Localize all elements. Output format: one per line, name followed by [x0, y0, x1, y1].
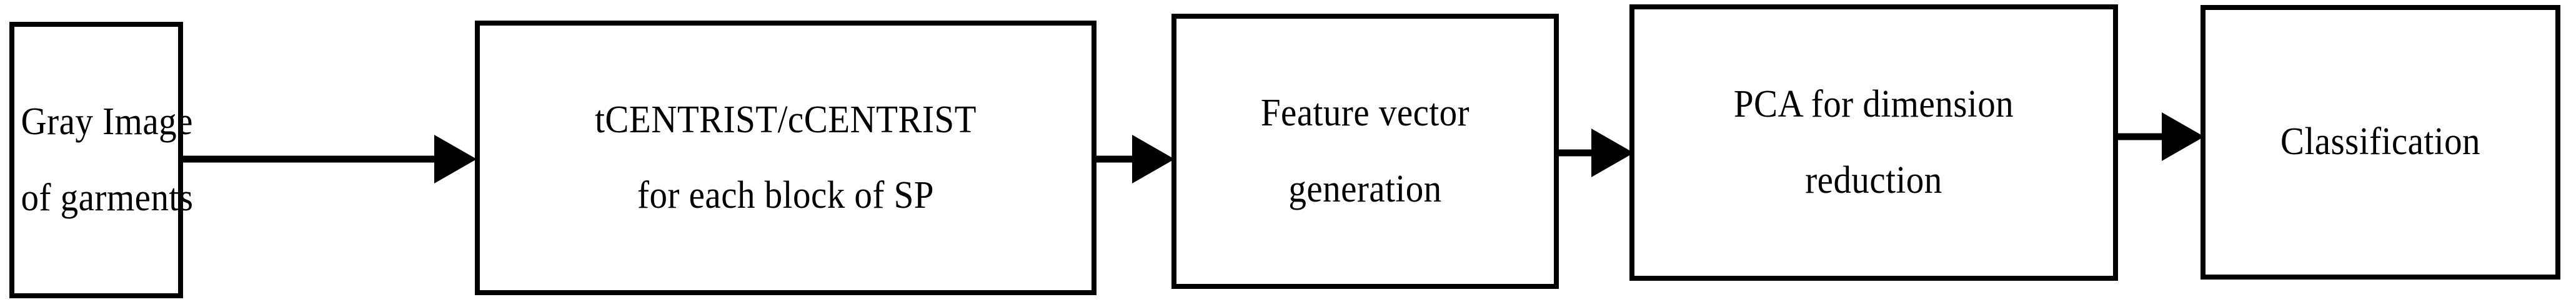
flow-node-tcentrist-ccentrist-for-each-block-of-sp[interactable]: tCENTRIST/cCENTRIST for each block of SP: [475, 21, 1097, 295]
flow-node-pca-for-dimension-reduction[interactable]: PCA for dimension reduction: [1629, 4, 2118, 281]
flow-node-label-line: generation: [1288, 167, 1442, 210]
arrow-head-icon: [434, 135, 477, 183]
arrow-head-icon: [1132, 135, 1175, 183]
arrow-shaft: [2116, 133, 2163, 140]
flow-node-label-line: PCA for dimension: [1733, 83, 2014, 126]
flow-node-label-line: of garments: [21, 176, 194, 219]
arrow-head-icon: [1591, 129, 1634, 177]
flow-node-label-line: Gray Image: [21, 100, 193, 144]
arrow-shaft: [1095, 155, 1133, 163]
arrow-shaft: [183, 155, 434, 163]
flow-node-gray-image-of-garments[interactable]: Gray Image of garments: [9, 22, 194, 298]
flow-node-label-line: Classification: [2280, 120, 2481, 163]
flow-node-label-line: for each block of SP: [637, 174, 934, 217]
flow-node-label-line: reduction: [1805, 158, 1942, 202]
arrow-shaft: [1556, 149, 1593, 157]
flow-node-label-line: tCENTRIST/cCENTRIST: [595, 98, 977, 141]
flow-node-feature-vector-generation[interactable]: Feature vector generation: [1171, 14, 1559, 289]
arrow-head-icon: [2162, 112, 2204, 161]
flow-node-classification[interactable]: Classification: [2201, 5, 2560, 280]
flow-node-label-line: Feature vector: [1260, 92, 1470, 135]
